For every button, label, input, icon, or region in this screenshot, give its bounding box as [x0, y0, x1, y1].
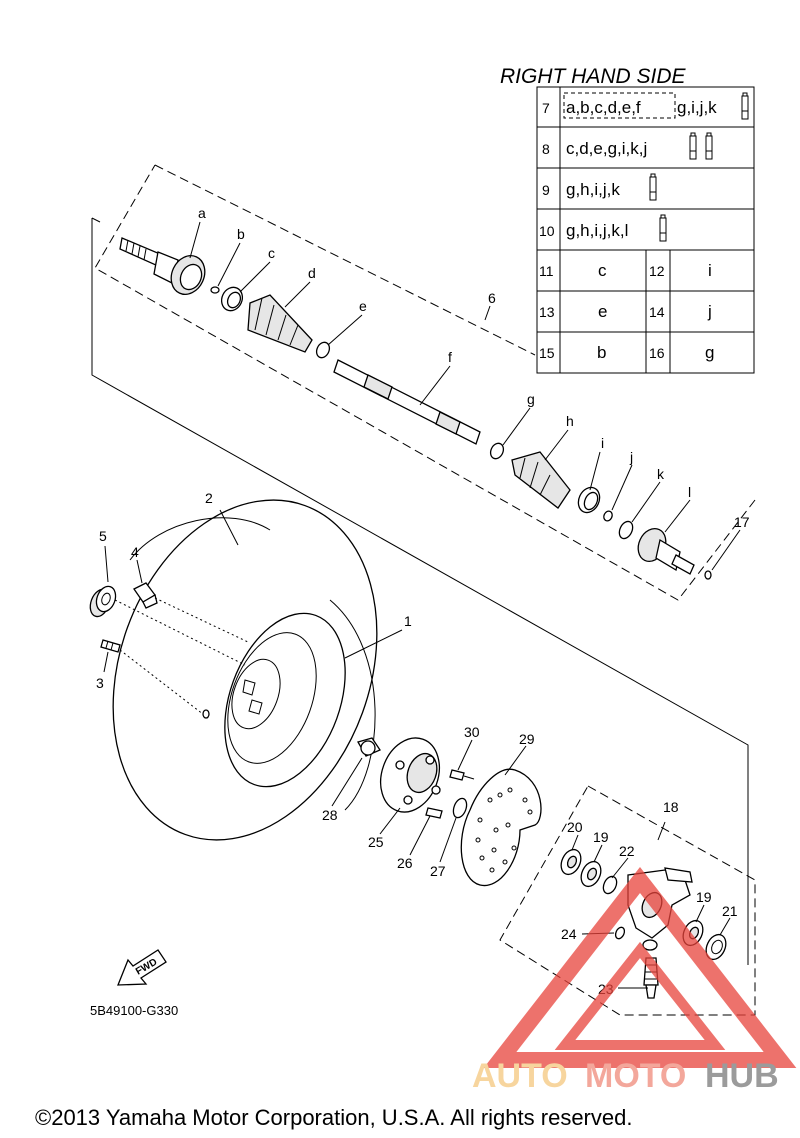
callout-number: 25 — [368, 834, 384, 850]
axle-nut — [357, 737, 381, 757]
inner-cv-joint — [637, 527, 695, 575]
callout-number: 5 — [99, 528, 107, 544]
watermark-text-3: HUB — [705, 1057, 779, 1095]
wheel-assembly: 2 1 5 4 3 — [89, 490, 412, 841]
part-letter: a — [198, 205, 206, 221]
forward-arrow-icon: FWD — [117, 949, 167, 986]
table-row-num: 10 — [539, 223, 555, 239]
boot-band-large — [220, 286, 244, 312]
diagram-code: 5B49100-G330 — [90, 1003, 178, 1018]
hub-bolt — [425, 807, 443, 819]
oil-seal — [602, 875, 618, 895]
table-row-parts: c,d,e,g,i,k,j — [566, 139, 647, 158]
callout-number: 30 — [464, 724, 480, 740]
callout-number: 19 — [696, 889, 712, 905]
table-pair-part: i — [708, 261, 712, 280]
part-letter: l — [688, 484, 691, 500]
bearing — [560, 848, 582, 876]
boot-band-small — [489, 442, 505, 460]
part-letter: i — [601, 435, 604, 451]
part-letter: k — [657, 466, 665, 482]
cv-boot-outer — [247, 294, 313, 353]
callout-number: 3 — [96, 675, 104, 691]
wheel-hub — [380, 737, 441, 813]
outer-cv-joint — [119, 237, 206, 295]
circlip — [704, 570, 712, 580]
part-letter: e — [359, 298, 367, 314]
callout-number: 29 — [519, 731, 535, 747]
boot-band-small — [315, 341, 331, 359]
table-row-parts-boxed: a,b,c,d,e,f — [566, 98, 641, 117]
part-letter: b — [237, 226, 245, 242]
callout-number: 22 — [619, 843, 635, 859]
table-pair-num: 16 — [649, 345, 665, 361]
lug-nut — [133, 582, 158, 609]
grease-tube-icon — [689, 132, 697, 160]
bearing — [580, 860, 602, 888]
table-row-parts: g,h,i,j,k — [566, 180, 620, 199]
watermark-text-1: AUTO — [472, 1057, 568, 1095]
circlip — [603, 510, 613, 522]
callout-number: 17 — [734, 514, 750, 530]
table-row-num: 7 — [542, 100, 550, 116]
table-row-parts: g,h,i,j,k,l — [566, 221, 628, 240]
table-pair-part: b — [597, 343, 606, 362]
part-letter: h — [566, 413, 574, 429]
table-row-parts: g,i,j,k — [677, 98, 717, 117]
table-pair-num: 15 — [539, 345, 555, 361]
callout-number: 6 — [488, 290, 496, 306]
grease-tube-icon — [649, 173, 657, 201]
circlip — [210, 286, 220, 294]
table-row-num: 9 — [542, 182, 550, 198]
cv-boot-inner — [511, 451, 571, 509]
axle-shaft — [333, 359, 481, 445]
callout-number: 21 — [722, 903, 738, 919]
part-letter: c — [268, 245, 275, 261]
table-pair-num: 14 — [649, 304, 665, 320]
grease-tube-icon — [741, 92, 749, 120]
brake-disc — [460, 768, 542, 887]
callout-number: 27 — [430, 863, 446, 879]
watermark-logo: AUTO MOTO HUB — [472, 866, 797, 1095]
kit-table: 7 a,b,c,d,e,f g,i,j,k 8 c,d,e,g,i,k,j 9 … — [536, 86, 755, 374]
disc-bolt — [449, 769, 475, 781]
drive-shaft-assembly: a b c d e f g h i j k l 6 17 — [91, 164, 756, 965]
callout-number: 20 — [567, 819, 583, 835]
table-pair-num: 13 — [539, 304, 555, 320]
callout-number: 18 — [663, 799, 679, 815]
table-pair-num: 12 — [649, 263, 665, 279]
table-pair-part: j — [707, 302, 712, 321]
table-row-num: 8 — [542, 141, 550, 157]
diagram-title: RIGHT HAND SIDE — [500, 65, 687, 88]
part-letter: f — [448, 349, 452, 365]
callout-number: 4 — [131, 544, 139, 560]
boot-band-large — [577, 486, 601, 514]
callout-number: 19 — [593, 829, 609, 845]
part-letter: j — [629, 449, 633, 465]
o-ring — [452, 797, 468, 819]
callout-number: 2 — [205, 490, 213, 506]
wheel-rim — [224, 612, 346, 788]
callout-number: 24 — [561, 926, 577, 942]
table-pair-part: c — [598, 261, 607, 280]
circlip — [614, 926, 626, 940]
table-pair-num: 11 — [539, 263, 554, 279]
grease-tube-icon — [659, 214, 667, 242]
table-pair-part: e — [598, 302, 607, 321]
part-letter: d — [308, 265, 316, 281]
callout-number: 28 — [322, 807, 338, 823]
part-letter: g — [527, 391, 535, 407]
snap-ring — [618, 520, 634, 540]
watermark-text-2: MOTO — [585, 1057, 686, 1095]
copyright-notice: ©2013 Yamaha Motor Corporation, U.S.A. A… — [35, 1105, 632, 1130]
hub-cap — [89, 585, 117, 618]
table-pair-part: g — [705, 343, 714, 362]
hub-and-brake-disc: 28 25 26 27 30 29 — [322, 724, 542, 887]
grease-tube-icon — [705, 132, 713, 160]
callout-number: 1 — [404, 613, 412, 629]
wheel-stud — [100, 639, 121, 653]
callout-number: 26 — [397, 855, 413, 871]
